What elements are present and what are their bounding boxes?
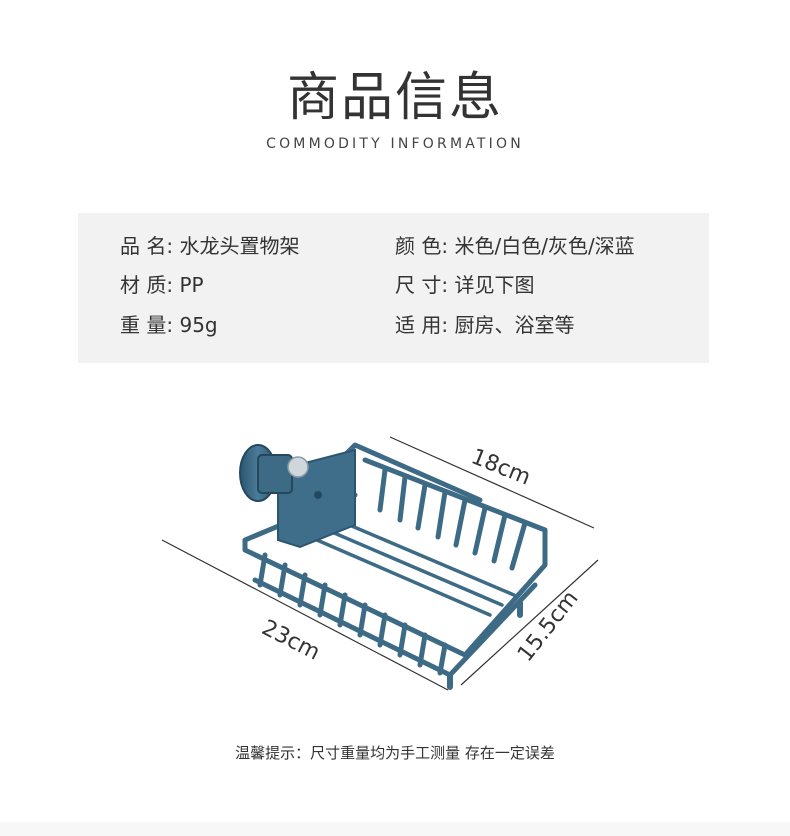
info-value-size: 详见下图 bbox=[454, 273, 535, 297]
info-row-usage: 适 用: 厨房、浴室等 bbox=[395, 312, 574, 338]
height-line bbox=[460, 559, 599, 686]
clamp-ring bbox=[287, 456, 309, 478]
info-value-usage: 厨房、浴室等 bbox=[454, 313, 575, 337]
info-row-weight: 重 量: 95g bbox=[120, 312, 218, 338]
info-value-color: 米色/白色/灰色/深蓝 bbox=[454, 234, 635, 258]
page-title: 商品信息 bbox=[286, 68, 503, 128]
info-label-name: 品 名: bbox=[120, 234, 174, 258]
info-label-weight: 重 量: bbox=[120, 313, 174, 337]
measurement-note: 温馨提示：尺寸重量均为手工测量 存在一定误差 bbox=[235, 744, 555, 762]
info-label-material: 材 质: bbox=[120, 273, 174, 297]
info-label-color: 颜 色: bbox=[395, 234, 449, 258]
info-row-name: 品 名: 水龙头置物架 bbox=[120, 233, 299, 259]
info-value-name: 水龙头置物架 bbox=[179, 234, 300, 258]
info-row-size: 尺 寸: 详见下图 bbox=[395, 272, 534, 298]
info-value-material: PP bbox=[179, 273, 204, 297]
info-row-material: 材 质: PP bbox=[120, 272, 204, 298]
info-panel: 品 名: 水龙头置物架 材 质: PP 重 量: 95g 颜 色: 米色/白色/… bbox=[78, 213, 709, 363]
info-value-weight: 95g bbox=[179, 313, 218, 337]
bottom-strip bbox=[0, 822, 790, 836]
info-row-color: 颜 色: 米色/白色/灰色/深蓝 bbox=[395, 233, 635, 259]
info-label-usage: 适 用: bbox=[395, 313, 449, 337]
faucet-rack-illustration bbox=[239, 442, 548, 690]
length-line bbox=[161, 539, 449, 691]
page-subtitle: COMMODITY INFORMATION bbox=[266, 136, 524, 152]
screw-hole bbox=[314, 491, 322, 499]
depth-line bbox=[389, 436, 595, 529]
clamp-body bbox=[257, 454, 293, 494]
info-label-size: 尺 寸: bbox=[395, 273, 449, 297]
